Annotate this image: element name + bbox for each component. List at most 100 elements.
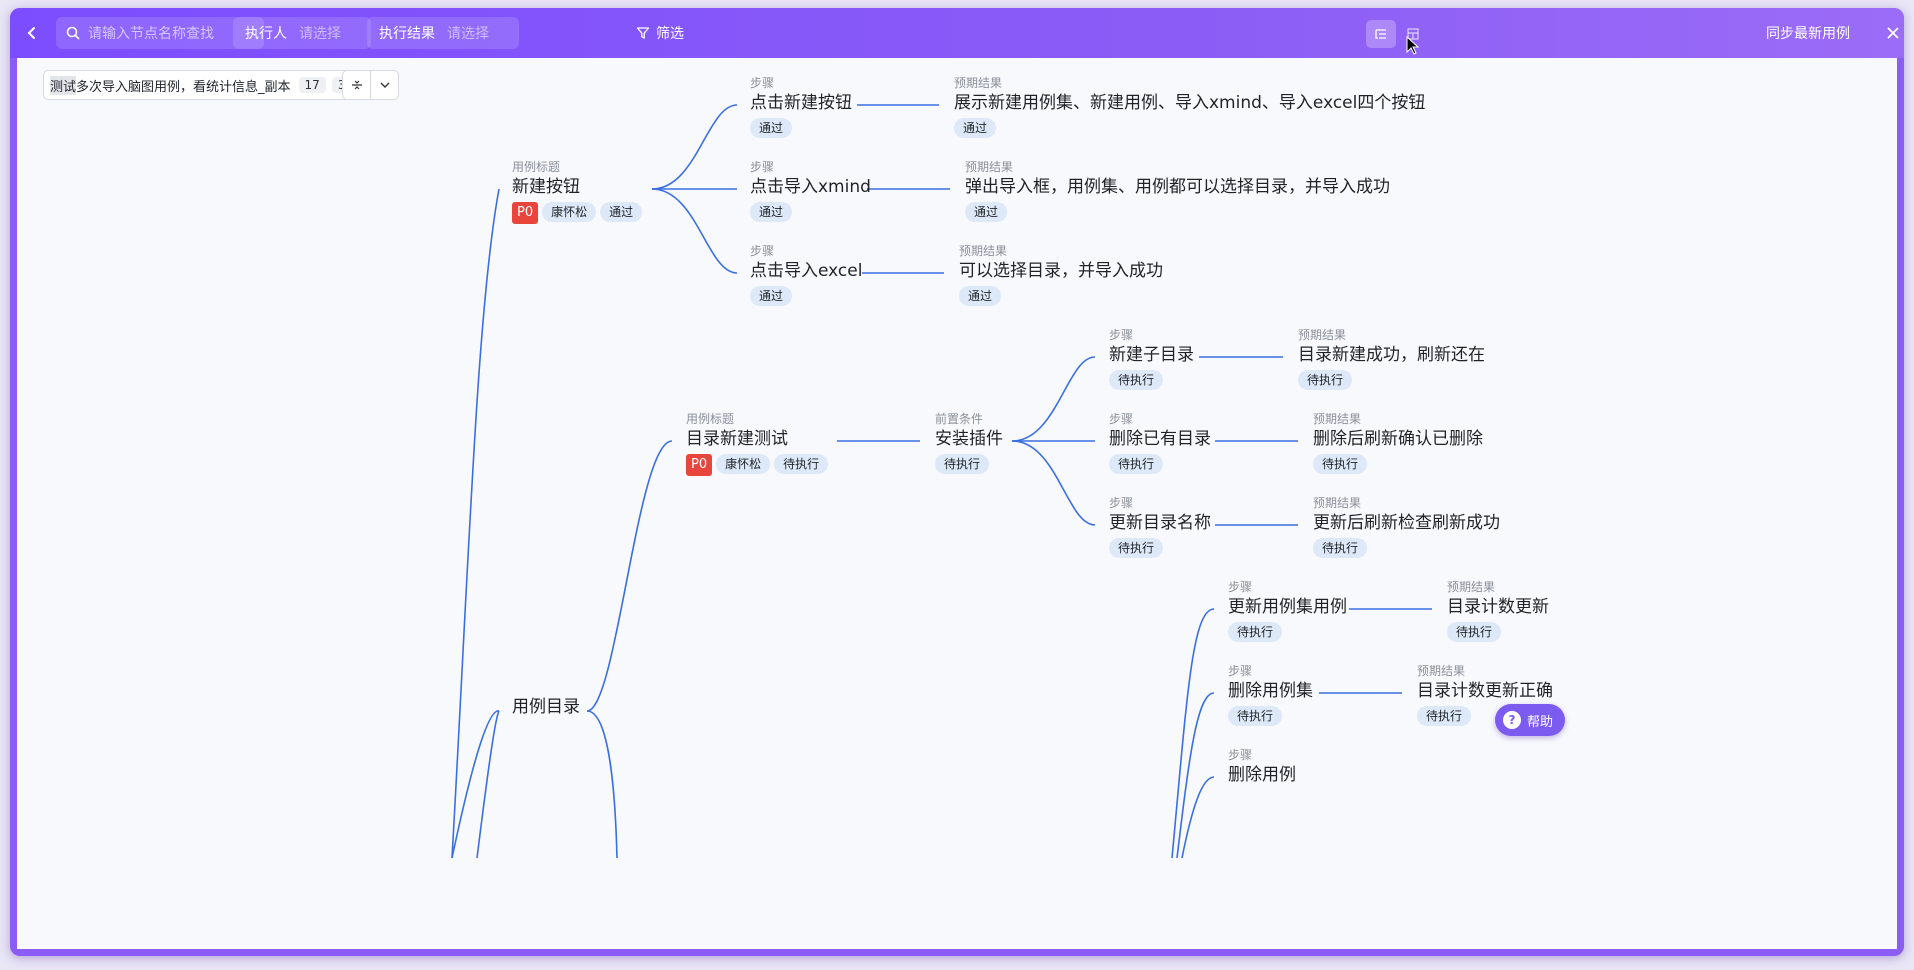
connector-line — [1011, 440, 1096, 526]
node-type-label: 预期结果 — [959, 244, 1008, 258]
result-select[interactable]: 执行结果 请选择 — [367, 17, 519, 49]
status-tag: 待执行 — [1313, 454, 1368, 474]
mindmap-node[interactable]: 预期结果删除后刷新确认已删除待执行 — [1313, 411, 1483, 474]
executor-placeholder: 请选择 — [299, 26, 341, 42]
outline-view-button[interactable] — [1366, 20, 1396, 48]
node-title: 可以选择目录，并导入成功 — [959, 261, 1163, 281]
table-view-button[interactable] — [1398, 20, 1428, 48]
mindmap-node[interactable]: 预期结果可以选择目录，并导入成功通过 — [959, 243, 1163, 306]
sync-latest-button[interactable]: 同步最新用例 — [1766, 17, 1850, 49]
executor-select[interactable]: 执行人 请选择 — [233, 17, 371, 49]
node-type-label: 预期结果 — [1313, 412, 1362, 426]
collapse-all-button[interactable] — [343, 71, 370, 99]
mindmap-node[interactable]: 用例目录 — [512, 695, 580, 719]
node-tags: 通过 — [750, 118, 852, 138]
back-button[interactable] — [20, 21, 44, 45]
chevron-down-icon — [380, 82, 389, 88]
filter-button[interactable]: 筛选 — [636, 17, 684, 49]
mindmap-node[interactable]: 步骤删除用例集待执行 — [1228, 663, 1313, 726]
node-title: 点击导入excel — [750, 261, 863, 281]
status-tag: 待执行 — [1447, 622, 1502, 642]
connector-line — [651, 104, 738, 190]
mindmap-node[interactable]: 预期结果目录计数更新待执行 — [1447, 579, 1549, 642]
node-tags: 通过 — [750, 286, 862, 306]
connector-line — [451, 710, 500, 859]
node-title: 删除用例 — [1228, 765, 1296, 785]
node-tags: 待执行 — [1313, 538, 1500, 558]
node-tags: 待执行 — [1109, 538, 1211, 558]
node-tags: 待执行 — [1228, 622, 1347, 642]
node-type-label: 预期结果 — [1298, 328, 1347, 342]
mindmap-node[interactable]: 预期结果展示新建用例集、新建用例、导入xmind、导入excel四个按钮通过 — [954, 75, 1425, 138]
status-tag: 待执行 — [1417, 706, 1472, 726]
mindmap-node[interactable]: 预期结果弹出导入框，用例集、用例都可以选择目录，并导入成功通过 — [965, 159, 1390, 222]
node-tags: 待执行 — [1313, 454, 1483, 474]
mindmap-node[interactable]: 步骤更新目录名称待执行 — [1109, 495, 1211, 558]
tree-view-icon — [1375, 29, 1386, 39]
search-placeholder: 请输入节点名称查找 — [88, 26, 214, 42]
connector-line — [651, 188, 738, 274]
node-type-label: 步骤 — [750, 244, 775, 258]
status-tag: 待执行 — [1228, 706, 1283, 726]
node-title: 新建子目录 — [1109, 345, 1194, 365]
mindmap-node[interactable]: 步骤删除已有目录待执行 — [1109, 411, 1211, 474]
help-button[interactable]: ? 帮助 — [1495, 704, 1566, 736]
node-tags: 待执行 — [1228, 706, 1313, 726]
status-tag: 通过 — [750, 118, 793, 138]
node-type-label: 步骤 — [1109, 412, 1134, 426]
close-button[interactable] — [1882, 22, 1904, 44]
node-title: 点击新建按钮 — [750, 93, 852, 113]
mindmap-node[interactable]: 步骤点击新建按钮通过 — [750, 75, 852, 138]
mindmap-node[interactable]: 步骤新建子目录待执行 — [1109, 327, 1194, 390]
node-type-label: 用例标题 — [512, 160, 561, 174]
status-tag: 通过 — [750, 202, 793, 222]
status-tag: 通过 — [959, 286, 1002, 306]
node-tags: 通过 — [750, 202, 871, 222]
node-title: 目录计数更新正确 — [1417, 681, 1553, 701]
status-tag: 通过 — [965, 202, 1008, 222]
node-title: 更新目录名称 — [1109, 513, 1211, 533]
node-search-input[interactable]: 请输入节点名称查找 — [56, 17, 264, 49]
mindmap-canvas[interactable]: 测试 多次导入脑图用例，看统计信息_副本 17 36 用例标题新建按钮P0康怀松… — [17, 58, 1897, 949]
connector-line — [1011, 356, 1096, 442]
mindmap-node[interactable]: 预期结果目录计数更新正确待执行 — [1417, 663, 1553, 726]
node-type-label: 预期结果 — [1417, 664, 1466, 678]
node-type-label: 步骤 — [1109, 328, 1134, 342]
node-title: 展示新建用例集、新建用例、导入xmind、导入excel四个按钮 — [954, 93, 1426, 113]
node-type-label: 预期结果 — [1313, 496, 1362, 510]
status-tag: 待执行 — [1109, 370, 1164, 390]
mindmap-node[interactable]: 前置条件安装插件待执行 — [935, 411, 1003, 474]
node-title: 点击导入xmind — [750, 177, 871, 197]
mindmap-links — [451, 104, 1432, 859]
node-tags: 通过 — [954, 118, 1425, 138]
node-type-label: 预期结果 — [965, 160, 1014, 174]
connector-line — [476, 710, 500, 859]
mindmap-node[interactable]: 步骤删除用例 — [1228, 747, 1296, 787]
mindmap-node[interactable]: 预期结果目录新建成功，刷新还在待执行 — [1298, 327, 1485, 390]
connector-line — [1176, 692, 1215, 859]
node-type-label: 前置条件 — [935, 412, 984, 426]
mouse-cursor-icon — [1406, 36, 1420, 55]
mindmap-node[interactable]: 步骤点击导入excel 通过 — [750, 243, 862, 306]
node-tags: 待执行 — [1447, 622, 1549, 642]
filter-icon — [636, 27, 650, 39]
node-type-label: 步骤 — [1228, 748, 1253, 762]
status-tag: 待执行 — [1109, 538, 1164, 558]
priority-badge: P0 — [686, 454, 713, 476]
mindmap-node[interactable]: 预期结果更新后刷新检查刷新成功待执行 — [1313, 495, 1500, 558]
node-type-label: 预期结果 — [954, 76, 1003, 90]
filter-label: 筛选 — [656, 26, 684, 42]
dropdown-button[interactable] — [370, 71, 398, 99]
node-tags: 待执行 — [1109, 454, 1211, 474]
mindmap-node[interactable]: 步骤更新用例集用例待执行 — [1228, 579, 1347, 642]
node-title: 安装插件 — [935, 429, 1003, 449]
node-title: 删除后刷新确认已删除 — [1313, 429, 1483, 449]
chevron-left-icon — [27, 27, 35, 39]
node-title: 目录新建成功，刷新还在 — [1298, 345, 1485, 365]
node-type-label: 用例标题 — [686, 412, 735, 426]
status-tag: 康怀松 — [542, 202, 597, 222]
help-icon: ? — [1503, 711, 1521, 729]
